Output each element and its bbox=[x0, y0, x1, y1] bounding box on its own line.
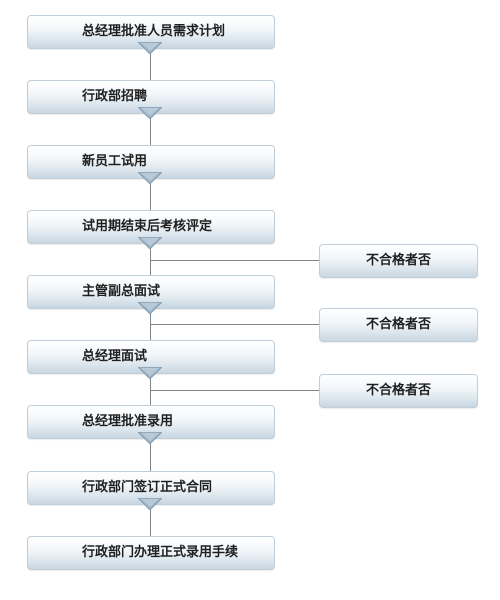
reject-connector bbox=[150, 390, 320, 391]
reject-outcome: 不合格者否 bbox=[319, 374, 478, 408]
flow-step: 行政部门签订正式合同 bbox=[27, 471, 275, 505]
reject-connector bbox=[150, 260, 320, 261]
flow-step: 行政部门办理正式录用手续 bbox=[27, 536, 275, 570]
flow-step: 总经理批准录用 bbox=[27, 405, 275, 439]
reject-outcome: 不合格者否 bbox=[319, 244, 478, 278]
arrow-down-icon bbox=[138, 498, 162, 510]
reject-connector bbox=[150, 324, 320, 325]
flow-step: 新员工试用 bbox=[27, 145, 275, 179]
arrow-down-icon bbox=[138, 302, 162, 314]
arrow-down-icon bbox=[138, 172, 162, 184]
arrow-down-icon bbox=[138, 432, 162, 444]
arrow-down-icon bbox=[138, 237, 162, 249]
arrow-down-icon bbox=[138, 107, 162, 119]
arrow-down-icon bbox=[138, 367, 162, 379]
arrow-down-icon bbox=[138, 42, 162, 54]
reject-outcome: 不合格者否 bbox=[319, 308, 478, 342]
